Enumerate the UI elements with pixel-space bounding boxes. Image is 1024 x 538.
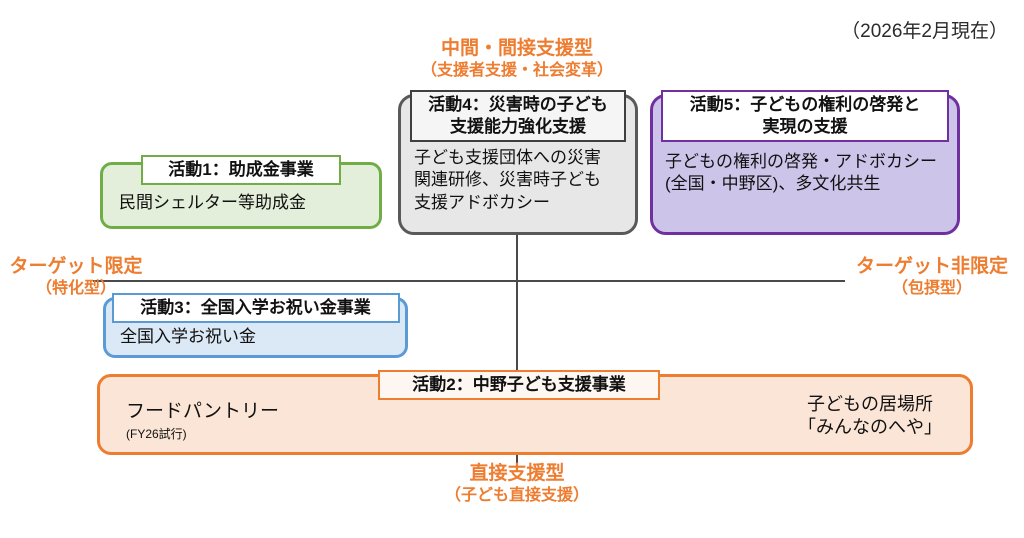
axis-label-top-line2: （支援者支援・社会変革） — [420, 61, 613, 79]
activity1-title: 活動1：助成金事業 — [141, 155, 341, 186]
axis-label-left: ターゲット限定 （特化型） — [0, 256, 152, 298]
axis-label-bottom-line1: 直接支援型 — [469, 463, 565, 484]
activity3-title: 活動3：全国入学お祝い金事業 — [111, 293, 400, 324]
activity5-body: 子どもの権利の啓発・アドボカシー (全国・中野区)、多文化共生 — [665, 152, 937, 194]
axis-label-right: ターゲット非限定 （包摂型） — [846, 256, 1018, 298]
vertical-axis-line-stub — [516, 455, 518, 465]
axis-label-left-line1: ターゲット限定 — [9, 256, 143, 277]
activity4-title: 活動4：災害時の子ども 支援能力強化支援 — [410, 90, 626, 143]
activity2-title: 活動2：中野子ども支援事業 — [378, 370, 660, 401]
activity1-body: 民間シェルター等助成金 — [119, 193, 306, 212]
activity3-body: 全国入学お祝い金 — [120, 327, 256, 346]
horizontal-axis-line — [93, 280, 845, 282]
activity5-card: 活動5：子どもの権利の啓発と 実現の支援 子どもの権利の啓発・アドボカシー (全… — [650, 90, 960, 235]
activity5-title: 活動5：子どもの権利の啓発と 実現の支援 — [661, 90, 949, 143]
axis-label-right-line1: ターゲット非限定 — [855, 256, 1008, 277]
activity2-left-item: フードパントリー (FY26試行) — [126, 396, 279, 442]
axis-label-bottom: 直接支援型 （子ども直接支援） — [367, 463, 667, 505]
activity2-band: 活動2：中野子ども支援事業 フードパントリー (FY26試行) 子どもの居場所 … — [97, 370, 973, 455]
axis-label-right-line2: （包摂型） — [891, 279, 972, 297]
axis-label-top: 中間・間接支援型 （支援者支援・社会変革） — [357, 38, 677, 80]
axis-label-bottom-line2: （子ども直接支援） — [444, 486, 589, 504]
activity4-card: 活動4：災害時の子ども 支援能力強化支援 子ども支援団体への災害 関連研修、災害… — [398, 90, 638, 235]
date-note: （2026年2月現在） — [841, 21, 1008, 42]
vertical-axis-line — [516, 234, 518, 374]
activity1-card: 活動1：助成金事業 民間シェルター等助成金 — [100, 155, 382, 229]
activity2-left-item-note: (FY26試行) — [126, 427, 187, 441]
activity2-right-item: 子どもの居場所 「みんなのへや」 — [798, 394, 942, 437]
activity3-card: 活動3：全国入学お祝い金事業 全国入学お祝い金 — [103, 293, 408, 358]
activity4-body: 子ども支援団体への災害 関連研修、災害時子ども 支援アドボカシー — [414, 148, 601, 212]
activity2-left-item-label: フードパントリー — [126, 401, 279, 422]
axis-label-left-line2: （特化型） — [35, 279, 116, 297]
axis-label-top-line1: 中間・間接支援型 — [440, 38, 593, 59]
